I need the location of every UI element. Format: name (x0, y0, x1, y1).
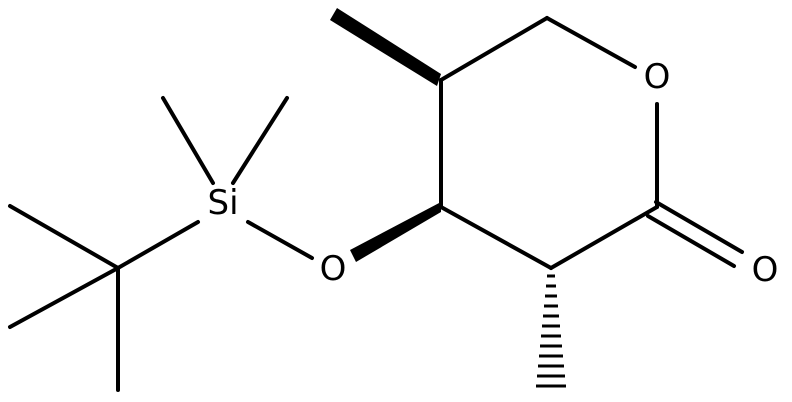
wedge-bond-o-c4 (350, 202, 441, 262)
bond-tbu-methyl-bottom-left (8, 266, 120, 329)
bond-c5-c6 (439, 16, 549, 82)
hashed-bond-c3-methyl (536, 274, 566, 388)
bond-carbonyl-2 (646, 214, 736, 268)
bond-tbu-si (116, 220, 200, 270)
bond-c6-o-ring (545, 16, 637, 69)
bond-si-methyl-left (161, 96, 215, 185)
bond-carbonyl-1 (654, 200, 744, 254)
wedge-bond-c5-methyl (330, 8, 441, 86)
bond-si-o (246, 220, 314, 260)
bond-c3-c4 (439, 205, 553, 270)
bond-c2-c3 (549, 205, 659, 270)
atom-label-ring-o: O (644, 57, 671, 97)
atom-label-si: Si (207, 183, 238, 223)
atom-label-ether-o: O (320, 249, 347, 289)
atom-label-carbonyl-o: O (752, 250, 779, 290)
bond-si-methyl-right (231, 96, 289, 185)
bond-tbu-methyl-top (8, 204, 120, 270)
